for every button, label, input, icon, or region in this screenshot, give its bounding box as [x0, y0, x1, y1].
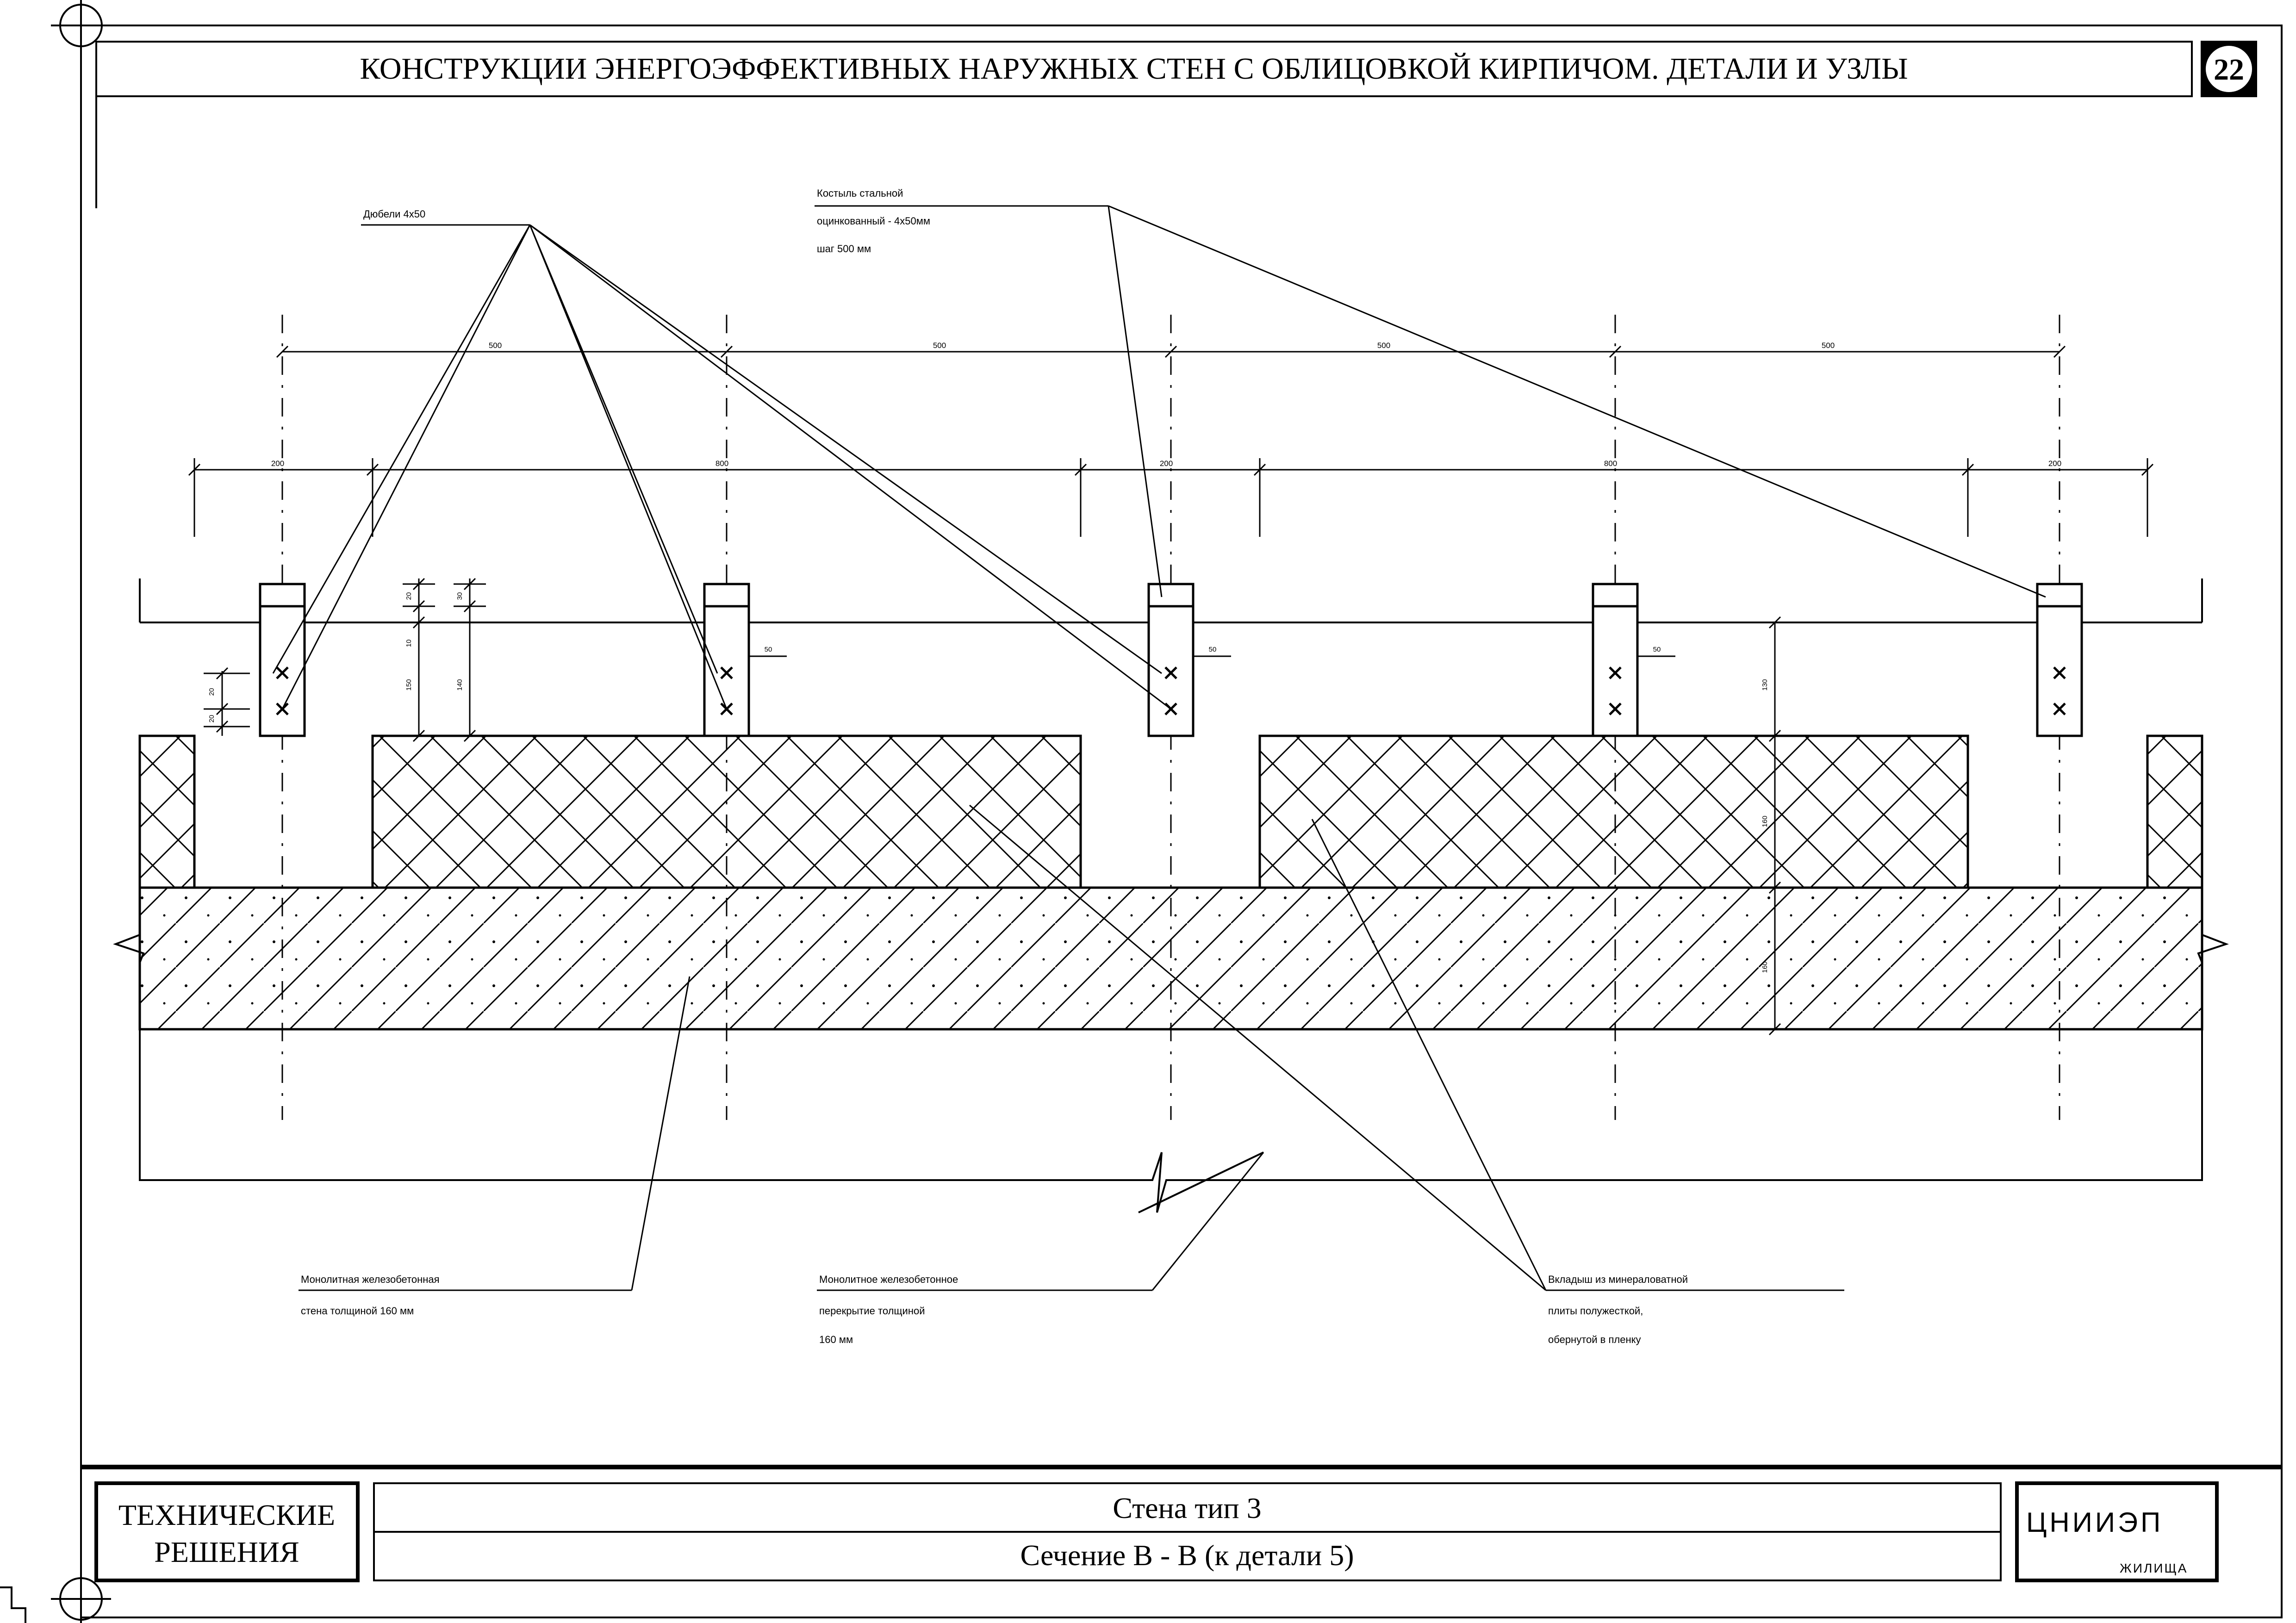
leader-lines	[272, 205, 2046, 1291]
dowel-marks	[276, 666, 2066, 715]
sheet-number-badge	[2206, 46, 2252, 92]
sheet-number: 22	[2214, 53, 2244, 87]
callout-bracket-2: оцинкованный - 4х50мм	[817, 215, 930, 227]
callout-insert-3: обернутой в пленку	[1548, 1334, 1641, 1345]
org-box	[2015, 1481, 2219, 1582]
insulation-block-left	[138, 734, 196, 889]
callout-labels: Дюбели 4х50 Костыль стальной оцинкованны…	[301, 187, 1688, 1345]
dowel-x	[1609, 666, 1622, 715]
org-subname: ЖИЛИЩА	[2120, 1561, 2188, 1575]
dim-130: 130	[1761, 679, 1769, 690]
dim-20c: 20	[405, 592, 413, 600]
dim-50-3: 50	[1653, 646, 1661, 653]
callout-slab-1: Монолитное железобетонное	[819, 1274, 958, 1285]
title-block-left-line1: ТЕХНИЧЕСКИЕ	[118, 1499, 335, 1531]
callout-insert-2: плиты полужесткой,	[1548, 1305, 1643, 1317]
insulation-block-2	[1258, 734, 1969, 889]
dim-20a: 20	[208, 688, 216, 696]
callout-slab-3: 160 мм	[819, 1334, 853, 1345]
axis-lines	[281, 315, 2060, 1120]
bracket-group	[259, 583, 2083, 737]
org-name: ЦНИИЭП	[2026, 1507, 2163, 1538]
dim-500-4: 500	[1822, 341, 1835, 350]
bracket-1	[259, 583, 306, 737]
dim-200-2: 200	[1160, 459, 1173, 468]
dim-10: 10	[405, 640, 413, 647]
section-drawing: 500 500 500 500 200 800 200 800 200	[113, 187, 2229, 1345]
dimension-small-labels: 20 20 20 10 150 30 140 50 50 50 130 160 …	[208, 592, 1769, 973]
header: КОНСТРУКЦИИ ЭНЕРГОЭФФЕКТИВНЫХ НАРУЖНЫХ С…	[95, 41, 2257, 208]
dowel-x	[2053, 666, 2066, 715]
drawing-title: Стена тип 3	[1113, 1492, 1261, 1524]
dim-160a: 160	[1761, 815, 1769, 827]
callout-wall-2: стена толщиной 160 мм	[301, 1305, 414, 1317]
dimension-row-top-labels: 500 500 500 500	[489, 341, 1835, 350]
dim-800-1: 800	[716, 459, 728, 468]
dim-800-2: 800	[1604, 459, 1617, 468]
title-block-left-box	[94, 1481, 360, 1582]
insulation-block-right	[2146, 734, 2203, 889]
registration-mark-top-left	[51, 0, 111, 56]
callout-bracket-1: Костыль стальной	[817, 187, 903, 199]
callout-insert-1: Вкладыш из минераловатной	[1548, 1274, 1688, 1285]
dim-500-2: 500	[933, 341, 946, 350]
callout-slab-2: перекрытие толщиной	[819, 1305, 925, 1317]
drawing-subtitle: Сечение В - В (к детали 5)	[1020, 1539, 1354, 1572]
dim-140: 140	[456, 679, 464, 690]
bracket-4	[1592, 583, 1639, 737]
bracket-5	[2036, 583, 2083, 737]
title-block-left-line2: РЕШЕНИЯ	[154, 1536, 299, 1568]
dimension-row-second-labels: 200 800 200 800 200	[271, 459, 2061, 468]
dim-50-2: 50	[1209, 646, 1217, 653]
registration-mark-bottom-left	[51, 1569, 111, 1623]
dimension-row-second	[188, 458, 2154, 537]
dim-160b: 160	[1761, 961, 1769, 973]
dim-500-3: 500	[1377, 341, 1390, 350]
dim-150: 150	[405, 679, 413, 690]
dim-500-1: 500	[489, 341, 502, 350]
dim-50-1: 50	[765, 646, 772, 653]
dimension-small	[204, 578, 1781, 1036]
callout-wall-1: Монолитная железобетонная	[301, 1274, 440, 1285]
dim-200-1: 200	[271, 459, 284, 468]
callout-bracket-3: шаг 500 мм	[817, 243, 871, 255]
dimension-row-top	[276, 345, 2066, 358]
callout-dowels: Дюбели 4х50	[363, 208, 425, 220]
page-title: КОНСТРУКЦИИ ЭНЕРГОЭФФЕКТИВНЫХ НАРУЖНЫХ С…	[360, 52, 1908, 86]
dim-20b: 20	[208, 715, 216, 723]
dim-200-3: 200	[2048, 459, 2061, 468]
dim-30: 30	[456, 592, 464, 600]
title-block: ТЕХНИЧЕСКИЕ РЕШЕНИЯ Стена тип 3 Сечение …	[94, 1481, 2219, 1582]
bracket-3	[1147, 583, 1195, 737]
break-lines	[113, 898, 2229, 1029]
